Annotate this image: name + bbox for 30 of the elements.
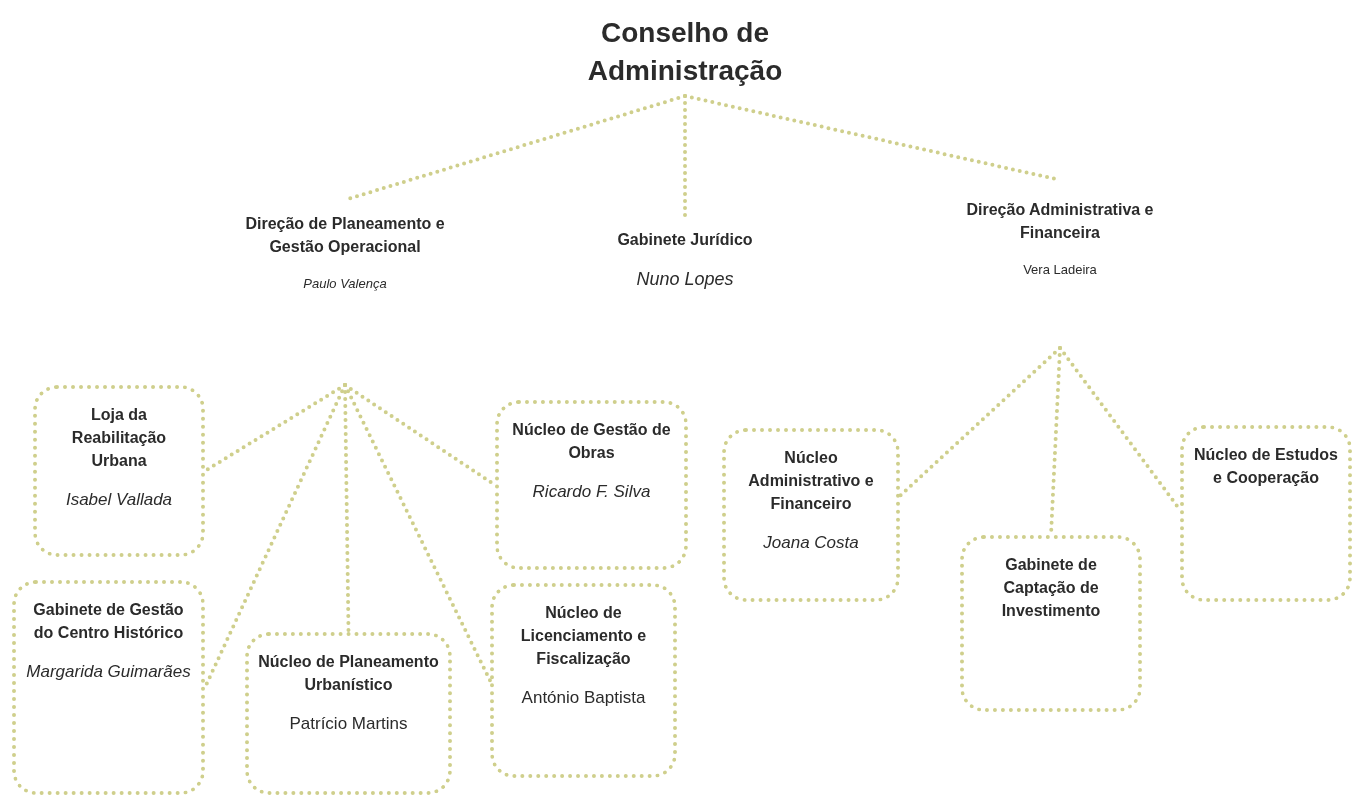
unit-box bbox=[722, 428, 900, 602]
person-name: Patrício Martins bbox=[289, 714, 408, 734]
person-name: António Baptista bbox=[521, 688, 646, 708]
unit-box bbox=[245, 632, 452, 795]
unit-name: Gabinete de Captação de Investimento bbox=[1000, 555, 1102, 621]
person-name: Paulo Valença bbox=[303, 276, 387, 291]
unit-name: Direção de Planeamento e Gestão Operacional bbox=[244, 214, 446, 257]
unit-name: Núcleo Administrativo e Financeiro bbox=[747, 448, 875, 514]
person-name: Isabel Vallada bbox=[65, 490, 173, 510]
unit-box bbox=[960, 535, 1142, 712]
person-name: Margarida Guimarães bbox=[26, 662, 191, 682]
unit-box bbox=[12, 580, 205, 795]
unit-name: Gabinete de Gestão do Centro Histórico bbox=[32, 600, 185, 643]
person-name: Ricardo F. Silva bbox=[532, 482, 651, 502]
person-name: Vera Ladeira bbox=[1023, 262, 1097, 277]
unit-name: Núcleo de Gestão de Obras bbox=[511, 420, 672, 463]
unit-box bbox=[33, 385, 205, 557]
person-name: Joana Costa bbox=[763, 533, 859, 553]
dotted-connector bbox=[343, 383, 492, 683]
unit-name: Núcleo de Licenciamento e Fiscalização bbox=[519, 603, 648, 669]
unit-name: Núcleo de Planeamento Urbanístico bbox=[257, 652, 440, 695]
unit-box bbox=[490, 583, 677, 778]
unit-name: Loja da Reabilitação Urbana bbox=[70, 405, 168, 471]
unit-name: Gabinete Jurídico bbox=[617, 230, 753, 250]
person-name: Nuno Lopes bbox=[636, 269, 734, 290]
unit-name: Conselho de Administração bbox=[586, 16, 784, 88]
unit-name: Núcleo de Estudos e Cooperação bbox=[1193, 445, 1339, 488]
unit-name: Direção Administrativa e Financeira bbox=[965, 200, 1155, 243]
unit-box bbox=[495, 400, 688, 570]
unit-box bbox=[1180, 425, 1352, 602]
